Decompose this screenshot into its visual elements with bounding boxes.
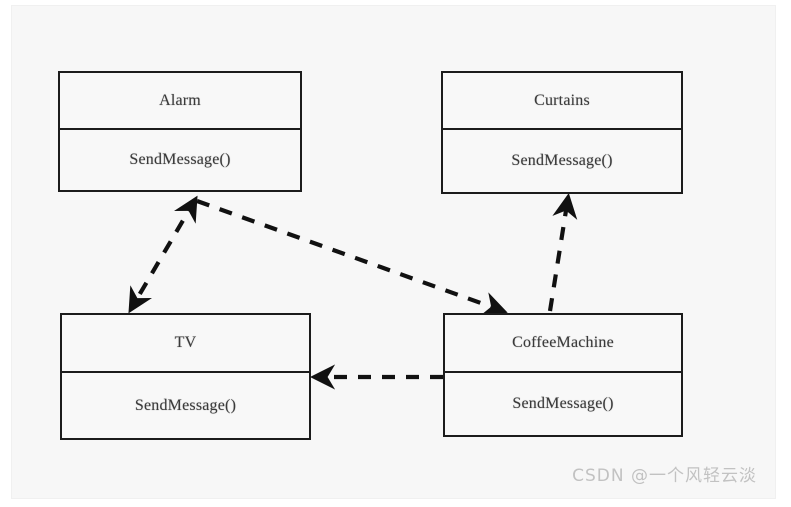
class-box-tv[interactable]: TV SendMessage() [60,313,311,440]
class-box-curtains[interactable]: Curtains SendMessage() [441,71,683,194]
class-method-label: SendMessage() [129,151,231,168]
class-method-label: SendMessage() [511,152,613,169]
diagram-canvas: TV top (dashed, arrowheads on both ends)… [12,6,775,498]
class-name-label: Alarm [159,91,201,109]
connector-alarm-coffeemachine [196,199,508,317]
class-name-compartment: Curtains [443,73,681,130]
class-members-compartment: SendMessage() [62,373,309,438]
connector-layer: TV top (dashed, arrowheads on both ends)… [128,193,578,390]
class-name-compartment: CoffeeMachine [445,315,681,373]
class-method-label: SendMessage() [134,396,237,414]
class-members-compartment: SendMessage() [60,130,300,190]
watermark-text: CSDN @一个风轻云淡 [572,466,757,486]
class-box-alarm[interactable]: Alarm SendMessage() [58,71,302,192]
class-name-label: Curtains [534,91,590,109]
class-method-label: SendMessage() [512,395,614,412]
class-box-coffeemachine[interactable]: CoffeeMachine SendMessage() [443,313,683,437]
connector-coffeemachine-curtains [547,193,578,312]
class-name-label: TV [174,334,197,351]
connector-alarm-tv [128,195,198,314]
class-name-compartment: TV [62,315,309,373]
class-members-compartment: SendMessage() [443,130,681,192]
class-name-label: CoffeeMachine [512,334,614,351]
class-name-compartment: Alarm [60,73,300,130]
class-members-compartment: SendMessage() [445,373,681,435]
